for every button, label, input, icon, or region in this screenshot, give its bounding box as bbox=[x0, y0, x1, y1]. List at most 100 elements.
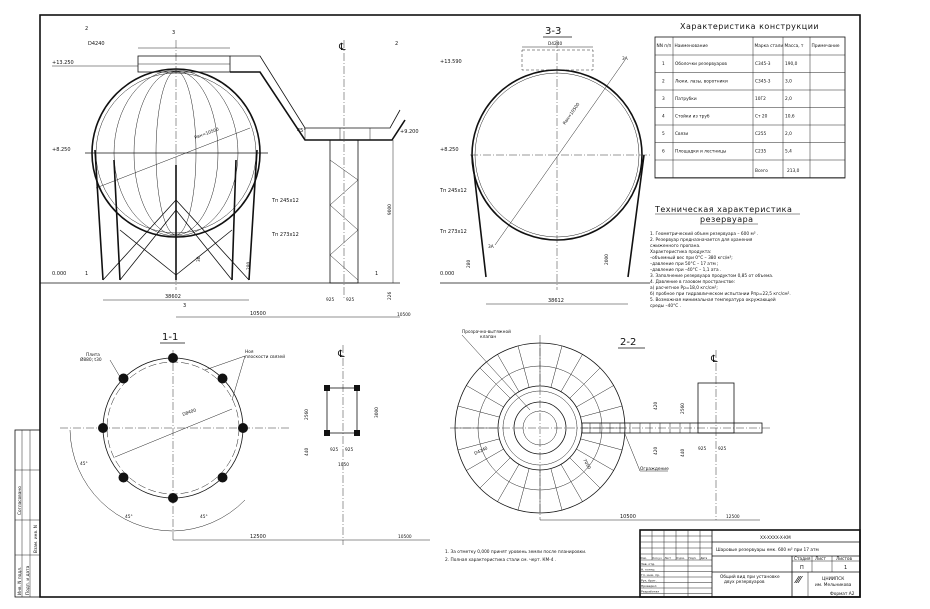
tech-line: 3. Заполнение резервуара продуктом 0,85 … bbox=[650, 273, 773, 279]
dim-text: D4240 bbox=[473, 445, 489, 457]
elevation-mark: 0.000 bbox=[440, 271, 454, 277]
roof-rib bbox=[569, 367, 601, 399]
tech-characteristics: Техническая характеристика резервуара 1.… bbox=[650, 205, 800, 309]
radius-label: Rвн=10500 bbox=[194, 126, 220, 140]
role-label: Н. контр. bbox=[641, 568, 655, 572]
dim-text: 1050 bbox=[338, 462, 349, 468]
dim-text: 30 bbox=[196, 256, 202, 262]
roof-rib bbox=[550, 468, 563, 511]
tech-title: резервуара bbox=[700, 215, 754, 224]
table-cell: Оболочки резервуаров bbox=[675, 61, 727, 67]
section-mark: 1 bbox=[375, 271, 378, 277]
tech-line: сжиженного пропана. bbox=[650, 244, 700, 249]
section-mark: 1 bbox=[85, 271, 88, 277]
table-cell: 5,4 bbox=[785, 149, 792, 155]
angle-label: 45° bbox=[297, 128, 306, 134]
dim-text: 925 bbox=[718, 446, 726, 452]
leg-plate-icon bbox=[168, 353, 178, 363]
table-total-label: Всего bbox=[755, 168, 768, 174]
pipe-label: Tп 245x12 bbox=[271, 198, 299, 204]
section-mark: 3 bbox=[183, 303, 186, 309]
note: 2. Полная характеристика стали см. черт.… bbox=[445, 557, 556, 563]
sheet-label: Лист bbox=[815, 556, 826, 562]
dim-text: 10500 bbox=[620, 514, 636, 520]
dim-text: 925 bbox=[326, 297, 334, 303]
table-cell: С255 bbox=[755, 131, 766, 137]
dim-text: 280 bbox=[466, 260, 472, 268]
radius-label: Rвн=10500 bbox=[562, 102, 582, 127]
elevation-mark: +8.250 bbox=[440, 147, 459, 153]
roof-rib bbox=[479, 367, 511, 399]
format-label: Формат А2 bbox=[830, 591, 855, 597]
pipe-label: Tп 273x12 bbox=[439, 229, 467, 235]
table-header: Примечание bbox=[812, 43, 840, 49]
leg-plate-icon bbox=[118, 472, 129, 483]
dim-text: D4240 bbox=[548, 41, 563, 47]
section-title: 3-3 bbox=[545, 26, 561, 37]
fence-label: Ограждение bbox=[640, 466, 669, 472]
roof-rib bbox=[580, 405, 623, 418]
table-header: Наименование bbox=[675, 43, 709, 49]
dim-text: 420 bbox=[653, 447, 659, 455]
plate-label: Плита bbox=[86, 352, 100, 358]
roof-rib bbox=[560, 464, 583, 502]
table-total-value: 213,0 bbox=[787, 168, 800, 174]
table-header: NN п/п bbox=[657, 43, 672, 49]
section-title: 2-2 bbox=[620, 337, 636, 348]
roof-rib bbox=[497, 354, 520, 392]
table-cell: 2 bbox=[662, 79, 665, 85]
org-logo: ⁄⁄⁄ bbox=[794, 575, 803, 586]
section-3-3-view: 3-3 D4240 Rвн=10500 3A 3A +13.590 +8.250… bbox=[439, 26, 650, 305]
roof-rib bbox=[576, 385, 614, 408]
roof-rib bbox=[580, 438, 623, 451]
dim-text: 440 bbox=[304, 448, 310, 456]
roof-rib bbox=[560, 354, 583, 392]
dim-text: 2560 bbox=[304, 409, 310, 420]
dim-text: 925 bbox=[346, 297, 354, 303]
dim-text: 10500 bbox=[398, 534, 412, 540]
angle-label: 45° bbox=[125, 514, 133, 520]
table-cell: С345-3 bbox=[755, 79, 771, 85]
roof-rib bbox=[576, 448, 614, 471]
table-cell: 6 bbox=[662, 149, 665, 155]
col-header: Подп. bbox=[689, 556, 697, 560]
table-cell: С345-3 bbox=[755, 61, 771, 67]
table-cell: Площадки и лестницы bbox=[675, 149, 727, 155]
table-cell: Связи bbox=[675, 131, 688, 137]
sheet-frame bbox=[39, 14, 861, 598]
elevation-mark: +13.590 bbox=[440, 59, 462, 65]
side-stamp: Согласовано Инв. N подл. Подп. и дата Вз… bbox=[14, 429, 41, 598]
stage-value: П bbox=[800, 565, 804, 571]
roof-rib bbox=[517, 468, 530, 511]
dim-text: D8400 bbox=[182, 407, 198, 418]
tech-line: б) пробное при гидравлическом испытании … bbox=[650, 291, 791, 297]
dim-text: 7050 bbox=[581, 458, 592, 471]
angle-label: 45° bbox=[200, 514, 208, 520]
dim-text: 3000 bbox=[374, 407, 380, 418]
tech-line: 4. Давление в газовом пространстве: bbox=[650, 279, 735, 285]
plate-label: Ø880; t30 bbox=[80, 356, 102, 363]
table-cell: 10Г2 bbox=[755, 96, 766, 102]
centerline-icon: ℄ bbox=[710, 354, 718, 365]
tech-line: Характеристика продукта: bbox=[650, 249, 711, 255]
section-1-1-view: 1-1 D8400 45° 45° 45° Плита Ø880; t30 Но… bbox=[60, 332, 430, 545]
angle-label: 45° bbox=[80, 461, 88, 467]
dim-text: 440 bbox=[680, 449, 686, 457]
table-cell: С235 bbox=[755, 149, 766, 155]
stamp-label: Согласовано bbox=[17, 486, 23, 515]
pipe-label: Tп 245x12 bbox=[439, 188, 467, 194]
table-cell: 4 bbox=[662, 114, 665, 120]
dim-text: 12500 bbox=[726, 514, 740, 520]
elevation-mark: +9.200 bbox=[400, 129, 419, 135]
table-cell: Ст 20 bbox=[755, 114, 768, 120]
bracing-label: плоскости связей bbox=[245, 353, 285, 360]
leg-plate-icon bbox=[217, 373, 228, 384]
stamp-label: Взам. инв. N bbox=[33, 525, 39, 553]
roof-rib bbox=[550, 345, 563, 388]
table-cell: 3 bbox=[662, 96, 665, 102]
dim-text: 2000 bbox=[604, 254, 610, 265]
tech-title: Техническая характеристика bbox=[654, 205, 792, 214]
